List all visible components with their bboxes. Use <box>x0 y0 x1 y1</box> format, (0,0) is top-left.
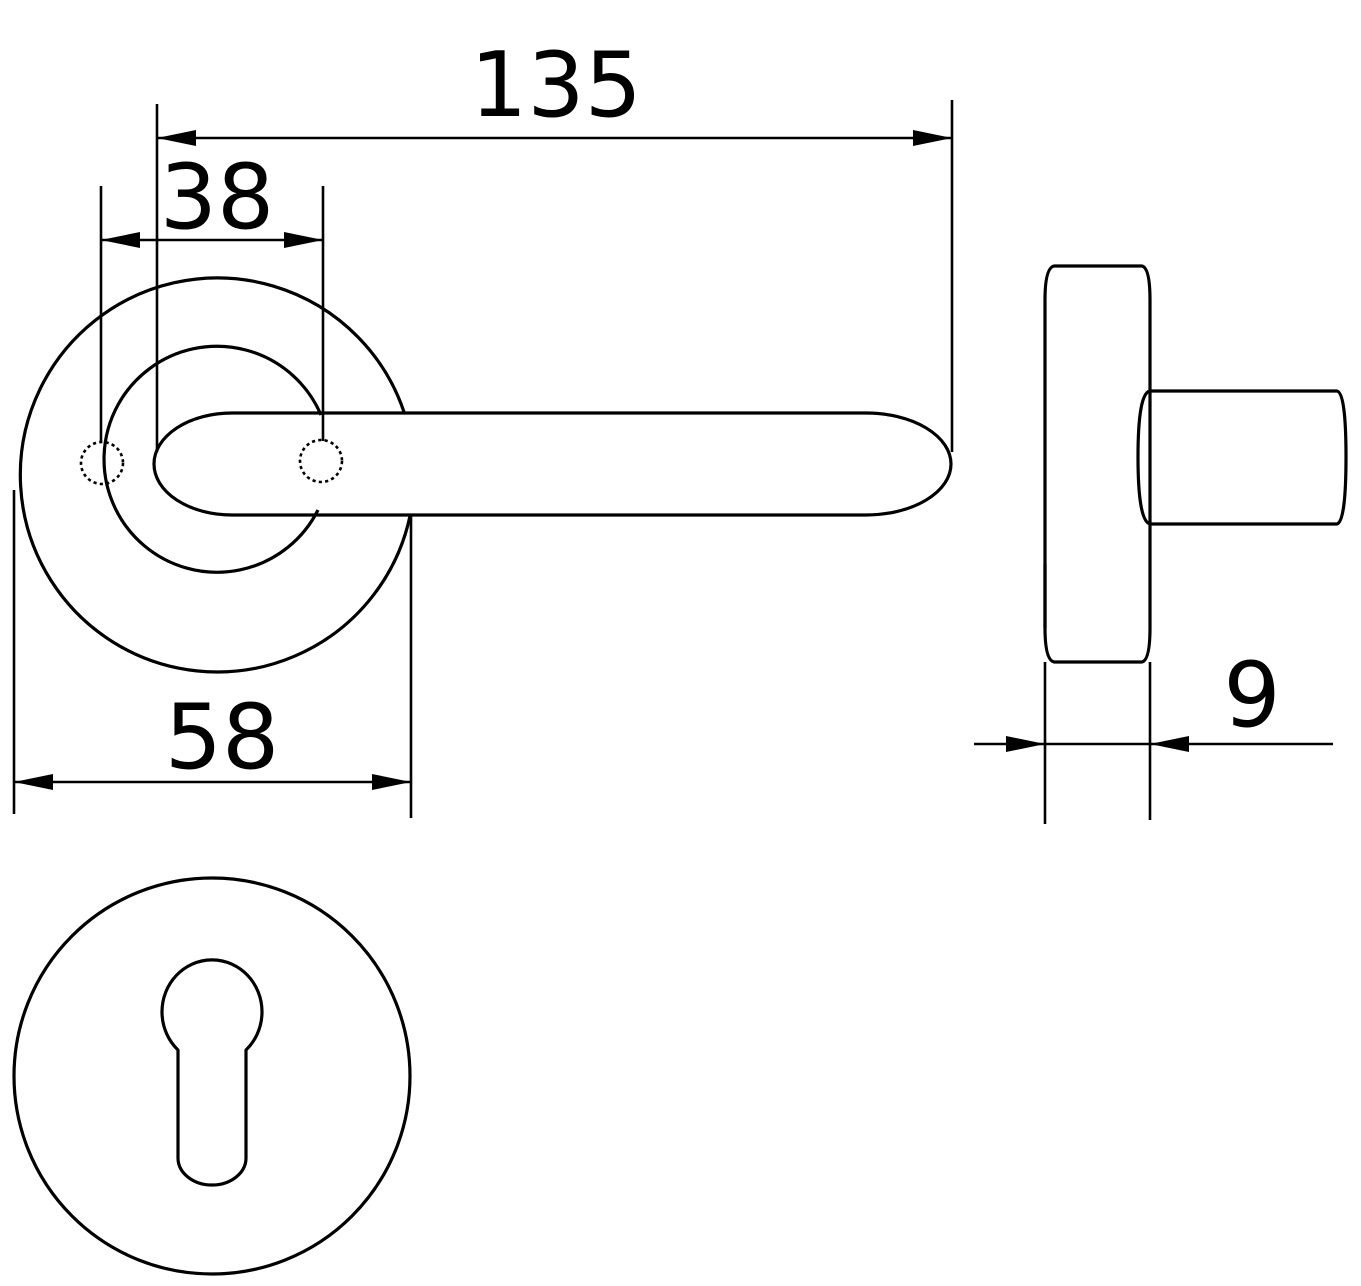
dimension-rose-diameter: 58 <box>12 490 413 818</box>
rose-inner-ring <box>102 344 323 574</box>
keyhole-profile-cylinder <box>160 958 264 1187</box>
dimension-spindle-offset-label: 38 <box>160 145 275 250</box>
dimension-rose-thickness: 9 <box>974 643 1333 824</box>
rose-outer-circle <box>18 276 412 674</box>
dimension-rose-diameter-label: 58 <box>165 685 280 790</box>
dimension-spindle-offset: 38 <box>99 145 325 441</box>
dimension-length: 135 <box>155 33 954 452</box>
dimension-rose-thickness-label: 9 <box>1223 643 1280 748</box>
key-escutcheon <box>12 876 412 1276</box>
fixing-hole-left <box>79 440 125 486</box>
lever-handle <box>152 411 953 517</box>
fixing-hole-right <box>298 438 344 484</box>
front-view <box>18 276 953 674</box>
rose-plate-side <box>1043 264 1152 664</box>
escutcheon-circle <box>12 876 412 1276</box>
side-view <box>1043 264 1348 664</box>
lever-stub-side <box>1136 389 1348 526</box>
dimension-length-label: 135 <box>470 33 642 138</box>
